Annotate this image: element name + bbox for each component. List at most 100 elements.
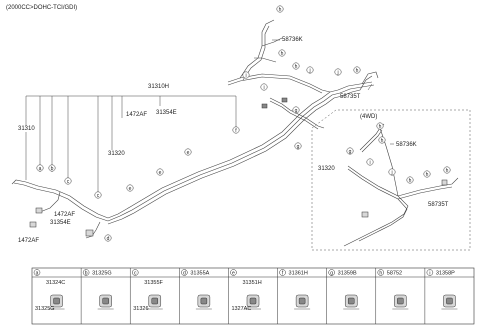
callout-f: f: [232, 126, 240, 134]
table-part-label: 31351H: [242, 280, 261, 286]
label-31310h: 31310H: [148, 84, 169, 90]
clamp-icon: [261, 103, 268, 109]
table-callout-c: [131, 269, 139, 276]
bracket-icon: [85, 229, 94, 237]
svg-text:c: c: [97, 193, 100, 199]
svg-text:d: d: [107, 236, 110, 242]
diagram-title: (2000CC>DOHC-TCI/GDI): [6, 5, 77, 11]
table-letter: b: [85, 270, 88, 276]
table-callout-f: [279, 269, 286, 276]
label-31320-inset: 31320: [318, 166, 335, 172]
holder-icon: [343, 294, 360, 310]
callout-h-inset3: h: [406, 176, 414, 184]
table-callout-h: [377, 269, 385, 276]
callout-e: e: [126, 184, 134, 192]
label-31354e-top: 31354E: [156, 110, 177, 116]
table-letter: f: [282, 270, 284, 276]
svg-text:a: a: [39, 166, 42, 172]
table-part-label: 31326: [133, 306, 148, 312]
table-cell-c: c 31355F 31326: [129, 268, 164, 324]
table-part-label: 1327AC: [231, 306, 251, 312]
callout-h-inset4: h: [423, 170, 431, 178]
label-1472af-bottom: 1472AF: [18, 238, 39, 244]
callout-c2: c: [94, 191, 102, 199]
label-31310: 31310: [18, 126, 35, 132]
svg-text:h: h: [446, 168, 449, 174]
bolt-icon: [245, 294, 261, 310]
main-fuel-pipes: [11, 19, 379, 239]
svg-text:e: e: [187, 150, 190, 156]
table-part-label: 31355F: [144, 280, 163, 286]
svg-text:h: h: [295, 64, 298, 70]
clamp-icon: [195, 294, 212, 310]
leader-lines: [25, 95, 237, 194]
svg-text:h: h: [281, 51, 284, 57]
callout-circles: a b c c d e e e f g g h h h h i i j j h …: [36, 5, 451, 242]
table-letter: h: [379, 270, 382, 276]
callout-a: a: [36, 164, 44, 172]
svg-text:h: h: [381, 138, 384, 144]
table-callout-e: [230, 269, 237, 276]
svg-text:j: j: [308, 68, 310, 74]
svg-text:e: e: [159, 170, 162, 176]
svg-text:h: h: [426, 172, 429, 178]
table-letter: i: [429, 270, 430, 276]
table-callout-b: [82, 269, 90, 276]
table-code: 31359B: [338, 271, 357, 277]
table-callout-a: [33, 269, 41, 276]
svg-text:f: f: [235, 128, 237, 134]
callout-g: g: [292, 106, 300, 114]
clamp-icon: [281, 97, 288, 103]
table-code: 58752: [387, 271, 402, 277]
table-cell-a: a 31324C 31325G: [33, 269, 65, 312]
table-letter: a: [36, 270, 39, 276]
svg-text:j: j: [336, 70, 338, 76]
bracket-icon: [146, 294, 163, 310]
label-1472af-left: 1472AF: [54, 212, 75, 218]
callout-h4: h: [353, 66, 361, 74]
svg-text:i: i: [369, 160, 370, 166]
callout-g-inset: g: [346, 147, 354, 155]
table-code: 31355A: [190, 271, 209, 277]
callout-h-inset1: h: [376, 122, 384, 130]
callout-i: i: [242, 71, 250, 79]
callout-g2: g: [294, 142, 302, 150]
label-31354e-left: 31354E: [50, 220, 71, 226]
callout-j: j: [306, 66, 314, 74]
svg-text:h: h: [279, 7, 282, 13]
table-letter: g: [330, 270, 333, 276]
cap-icon: [392, 294, 409, 310]
label-58735t: 58735T: [340, 94, 361, 100]
callout-b: b: [48, 164, 56, 172]
table-code: 31358P: [436, 271, 455, 277]
grommet-icon: [97, 294, 114, 310]
table-callout-g: [328, 269, 335, 276]
table-cell-i: i 31358P: [424, 268, 458, 324]
svg-text:h: h: [356, 68, 359, 74]
svg-text:g: g: [349, 149, 352, 155]
svg-text:j: j: [390, 170, 392, 176]
table-letter: d: [183, 270, 186, 276]
label-58736k-inset: 58736K: [396, 142, 417, 148]
svg-text:g: g: [297, 144, 300, 150]
callout-h-inset5: h: [443, 166, 451, 174]
label-58735t-inset: 58735T: [428, 202, 449, 208]
inset-label: (4WD): [360, 114, 377, 120]
clip-icon: [29, 221, 37, 228]
callout-e3: e: [184, 148, 192, 156]
clip-icon: [35, 207, 43, 214]
table-part-label: 31325G: [35, 306, 55, 312]
table-callout-i: [426, 269, 434, 276]
table-letter: e: [232, 270, 235, 276]
table-letter: c: [134, 270, 137, 276]
inset-4wd: (4WD): [311, 109, 471, 251]
table-cell-e: e 31351H 1327AC: [228, 268, 262, 324]
table-part-label: 31324C: [46, 280, 65, 286]
clip-icon: [361, 211, 369, 218]
callout-h: h: [276, 5, 284, 13]
callout-i2: i: [260, 83, 268, 91]
table-callout-d: [181, 269, 188, 276]
